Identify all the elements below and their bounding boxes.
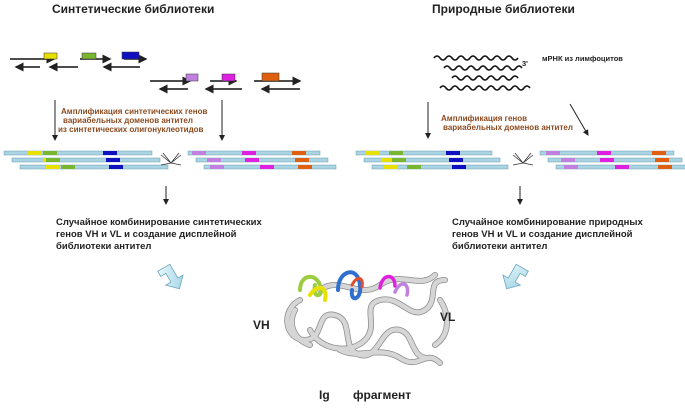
left-title: Синтетические библиотеки xyxy=(52,2,214,16)
right-desc-line-2: генов VH и VL и создание дисплейной xyxy=(452,229,633,240)
left-desc-line-3: библиотеки антител xyxy=(56,241,151,252)
curved-arrow-left-icon xyxy=(157,263,184,290)
caption-ig: Ig xyxy=(319,388,330,402)
gene-segment xyxy=(210,165,224,169)
right-desc-line-3: библиотеки антител xyxy=(452,241,547,252)
left-desc-line-2: генов VH и VL и создание дисплейной xyxy=(56,229,237,240)
curved-arrow-right-icon xyxy=(502,263,529,290)
gene-strand xyxy=(19,164,169,170)
gene-library-bars xyxy=(3,150,685,170)
gene-segment xyxy=(46,158,60,162)
gene-segment xyxy=(564,165,578,169)
synthetic-oligos-group-1 xyxy=(10,51,148,72)
left-desc-line-1: Случайное комбинирование синтетических xyxy=(56,217,262,228)
combine-symbol-left xyxy=(160,152,182,166)
left-note-line-1: Амплификация синтетических генов xyxy=(61,107,207,116)
synthetic-oligos-group-2 xyxy=(150,72,302,94)
gene-strand xyxy=(371,164,509,170)
green-segment xyxy=(81,52,97,60)
gene-segment xyxy=(446,151,460,155)
gene-segment xyxy=(655,158,669,162)
vh-label: VH xyxy=(253,318,270,332)
gene-segment xyxy=(392,158,406,162)
right-note-line-2: вариабельных доменов антител xyxy=(443,123,573,132)
gene-segment xyxy=(561,158,575,162)
gene-segment xyxy=(292,151,306,155)
gene-segment xyxy=(615,165,629,169)
gene-strand xyxy=(363,157,501,163)
gene-segment xyxy=(546,151,560,155)
vl-label: VL xyxy=(440,310,455,324)
right-desc-line-1: Случайное комбинирование природных xyxy=(452,217,644,228)
lilac-segment xyxy=(185,73,199,82)
arrow-down-right xyxy=(569,103,589,136)
gene-strand xyxy=(3,150,153,156)
gene-segment xyxy=(103,151,117,155)
gene-segment xyxy=(109,165,123,169)
gene-segment xyxy=(407,165,421,169)
magenta-segment xyxy=(221,73,236,82)
gene-strand xyxy=(547,157,683,163)
right-note-line-1: Амплификация генов xyxy=(441,114,527,123)
gene-segment xyxy=(245,158,259,162)
gene-segment xyxy=(658,165,672,169)
mrna-label: мРНК из лимфоцитов xyxy=(542,54,623,63)
gene-segment xyxy=(192,151,206,155)
gene-segment xyxy=(242,151,256,155)
gene-segment xyxy=(43,151,57,155)
gene-segment xyxy=(652,151,666,155)
gene-segment xyxy=(106,158,120,162)
gene-segment xyxy=(207,158,221,162)
gene-strand xyxy=(11,157,161,163)
gene-segment xyxy=(260,165,274,169)
ig-fragment-structure xyxy=(284,270,450,366)
caption-fragment: фрагмент xyxy=(353,388,411,402)
gene-segment xyxy=(46,165,60,169)
mrna-end-label: 3' xyxy=(522,59,528,68)
gene-segment xyxy=(449,158,463,162)
right-title: Природные библиотеки xyxy=(432,2,575,16)
blue-segment xyxy=(121,51,140,60)
left-note-line-2: вариабельных доменов антител xyxy=(63,116,193,125)
gene-segment xyxy=(295,158,309,162)
gene-strand xyxy=(355,150,493,156)
gene-segment xyxy=(366,151,380,155)
mrna-strands xyxy=(433,55,531,91)
left-note-line-3: из синтетических олигонуклеотидов xyxy=(58,125,204,134)
gene-strand xyxy=(195,157,329,163)
gene-segment xyxy=(452,165,466,169)
combine-symbol-right xyxy=(512,152,534,166)
gene-segment xyxy=(597,151,611,155)
gene-segment xyxy=(61,165,75,169)
gene-segment xyxy=(28,151,42,155)
yellow-segment xyxy=(43,52,58,60)
gene-segment xyxy=(389,151,403,155)
gene-segment xyxy=(298,165,312,169)
orange-segment xyxy=(261,72,280,82)
gene-segment xyxy=(600,158,614,162)
gene-segment xyxy=(384,165,398,169)
gene-segment xyxy=(381,158,395,162)
